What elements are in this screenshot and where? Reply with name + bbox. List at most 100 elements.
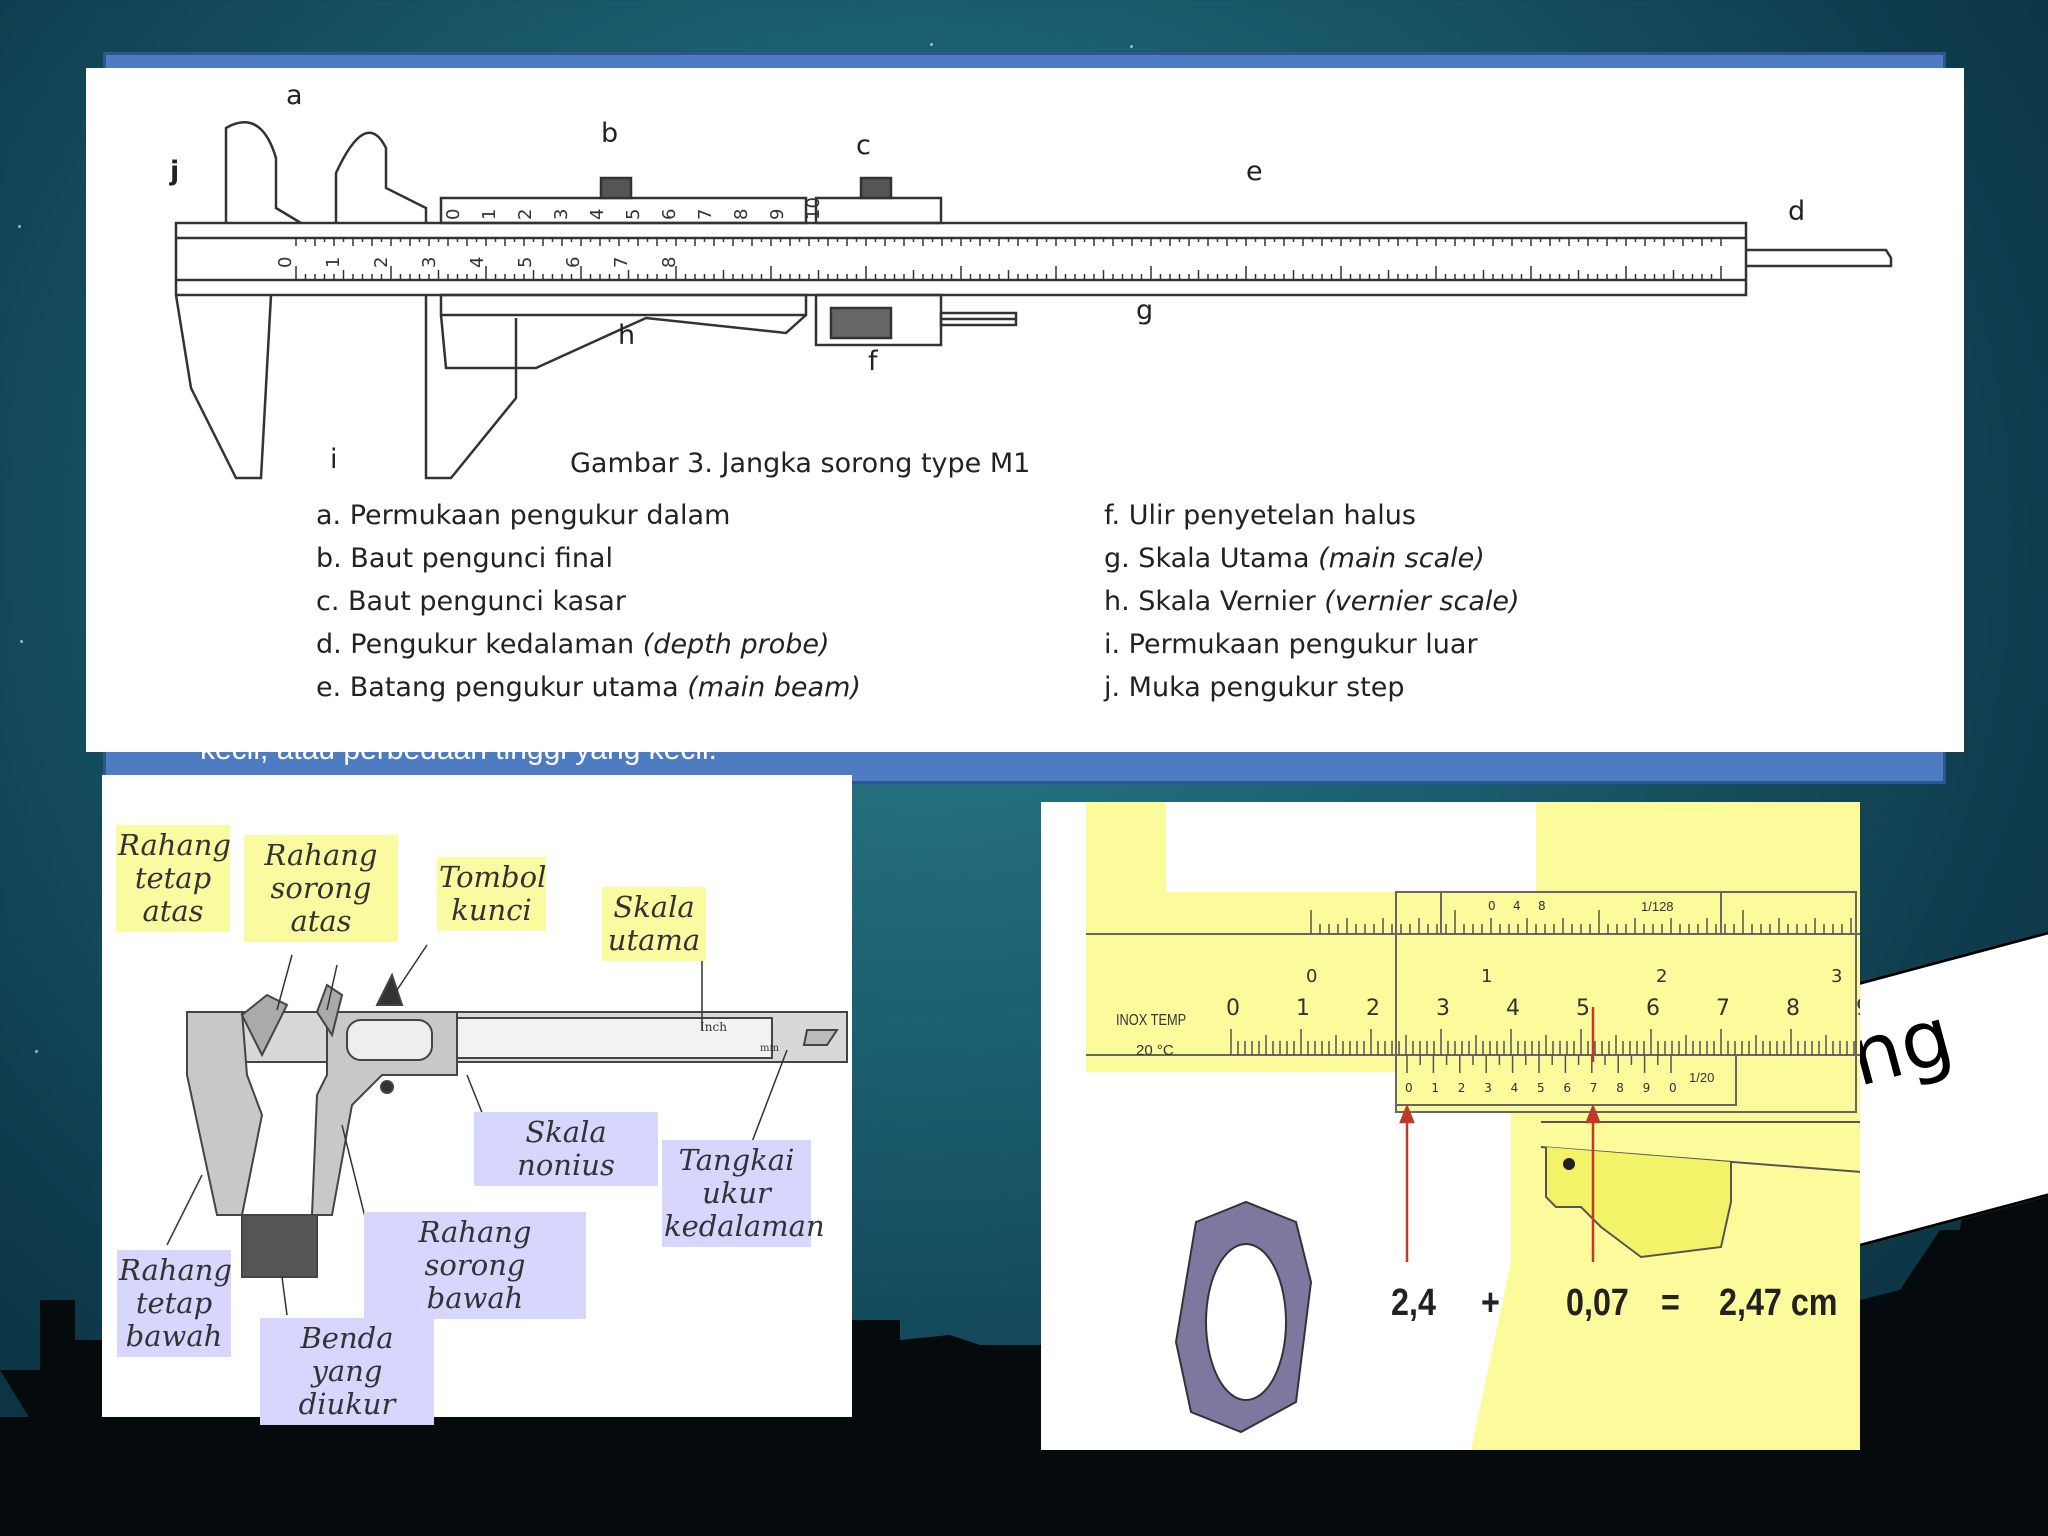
legend-item-d: d. Pengukur kedalaman (depth probe) [316,629,830,660]
vernier-scale-number: 4 [587,209,608,220]
star [930,43,933,46]
vernier-scale-number: 7 [695,209,716,220]
mm-scale-number: 4 [1506,996,1520,1021]
inch-vernier-number: 4 [1513,899,1521,913]
mm-scale-number: 7 [1716,996,1730,1021]
mm-scale-number: 3 [1436,996,1450,1021]
mm-scale-number: 1 [1296,996,1310,1021]
vernier-scale-number: 5 [623,209,644,220]
vernier-scale-number: 8 [731,209,752,220]
star [20,640,23,643]
vernier-number: 2 [1458,1081,1466,1095]
legend-item-a: a. Permukaan pengukur dalam [316,500,731,531]
vernier-scale-number: 2 [515,209,536,220]
legend-item-c: c. Baut pengunci kasar [316,586,626,617]
label-skala-nonius: Skala nonius [474,1112,658,1186]
vernier-scale-number: 0 [443,209,464,220]
unit-mm: mm [760,1043,779,1054]
main-scale-number: 6 [563,257,584,268]
part-letter-g: g [1136,295,1154,326]
legend-item-e: e. Batang pengukur utama (main beam) [316,672,861,703]
main-scale-number: 1 [323,257,344,268]
vernier-number: 9 [1643,1081,1651,1095]
mm-scale-number: 0 [1226,996,1240,1021]
equation-vernier-reading: 0,07 [1566,1282,1629,1324]
part-letter-e: e [1246,156,1263,187]
legend-item-i: i. Permukaan pengukur luar [1104,629,1478,660]
vernier-scale-number: 10 [803,197,824,220]
inch-scale-number: 3 [1831,966,1842,987]
legend-item-h: h. Skala Vernier (vernier scale) [1104,586,1520,617]
temperature-label: 20 °C [1136,1042,1174,1059]
inch-scale-number: 0 [1306,966,1317,987]
part-letter-h: h [618,320,636,351]
part-letter-j: j [170,156,180,187]
vernier-number: 4 [1511,1081,1519,1095]
vernier-scale-number: 9 [767,209,788,220]
mm-scale-number: 2 [1366,996,1380,1021]
vernier-reading-diagram: 0 1 2 3 4 5 6 7 8 9 0 1 2 3 0 4 8 0 1 2 3 4 5 6 7 8 9 0 INOX TEMP 2… [1041,802,1860,1450]
legend-item-b: b. Baut pengunci final [316,543,613,574]
equation-equals: = [1661,1282,1680,1324]
caliper-labeled-drawing [166,944,848,1316]
mm-scale-number: 9 [1856,996,1860,1021]
part-letter-i: i [330,444,338,475]
star [35,1050,38,1053]
part-letter-d: d [1788,196,1806,227]
part-letter-f: f [868,346,878,377]
inch-vernier-number: 8 [1538,899,1546,913]
vernier-reading-drawing: 0 1 2 3 4 5 6 7 8 9 0 1 2 3 0 4 8 0 1 2 3 4 5 6 7 8 9 0 [1086,802,1860,1450]
inch-vernier-number: 0 [1488,899,1496,913]
main-scale-number: 2 [371,257,392,268]
equation-main-reading: 2,4 [1391,1282,1436,1324]
star [18,225,21,228]
inch-scale-number: 1 [1481,966,1492,987]
main-scale-number: 7 [611,257,632,268]
vernier-scale-number: 6 [659,209,680,220]
part-letter-c: c [856,130,871,161]
caliper-m1-drawing: 0 1 2 3 4 5 6 7 8 0 1 2 3 4 5 6 7 8 9 10 [174,121,1893,480]
vernier-number: 0 [1405,1081,1413,1095]
main-scale-number: 5 [515,257,536,268]
brand-label: INOX TEMP [1116,1012,1187,1029]
legend-item-j: j. Muka pengukur step [1104,672,1405,703]
mm-scale-number: 8 [1786,996,1800,1021]
vernier-number: 8 [1616,1081,1624,1095]
inch-fraction: 1/128 [1641,899,1674,914]
part-letter-b: b [601,118,619,149]
legend-item-g: g. Skala Utama (main scale) [1104,543,1485,574]
diagram-title: Gambar 3. Jangka sorong type M1 [570,448,1031,479]
main-scale-number: 0 [275,257,296,268]
vernier-number: 5 [1537,1081,1545,1095]
inch-scale-number: 2 [1656,966,1667,987]
mm-scale-number: 5 [1576,996,1590,1021]
main-scale-number: 3 [419,257,440,268]
vernier-number: 0 [1669,1081,1677,1095]
equation-result: 2,47 cm [1719,1282,1838,1324]
vernier-number: 3 [1484,1081,1492,1095]
star [1130,45,1133,48]
vernier-number: 6 [1563,1081,1571,1095]
vernier-number: 1 [1431,1081,1439,1095]
main-scale-number: 4 [467,257,488,268]
vernier-scale-number: 1 [479,209,500,220]
equation-plus: + [1481,1282,1500,1324]
unit-inch: Inch [700,1020,727,1034]
vernier-number: 7 [1590,1081,1598,1095]
vernier-fraction: 1/20 [1689,1070,1715,1085]
mm-scale-number: 6 [1646,996,1660,1021]
main-scale-number: 8 [659,257,680,268]
vernier-scale-number: 3 [551,209,572,220]
part-letter-a: a [286,80,303,111]
legend-item-f: f. Ulir penyetelan halus [1104,500,1416,531]
